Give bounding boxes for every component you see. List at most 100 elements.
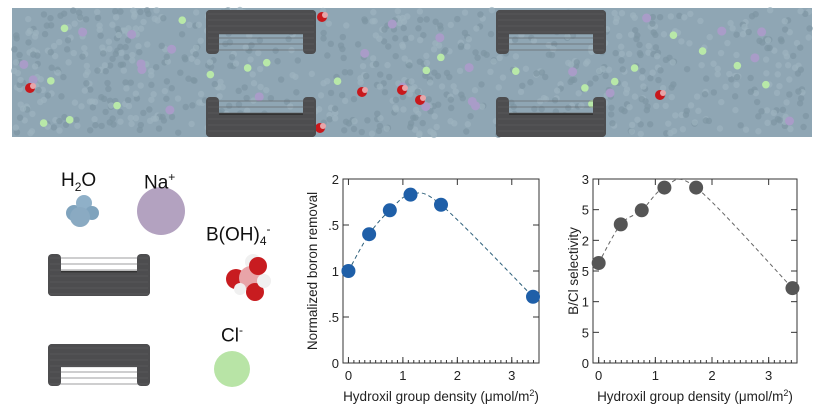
data-point [382, 203, 397, 218]
sodium-ion [717, 26, 727, 36]
sodium-ion [78, 27, 88, 37]
graphene-sheet [48, 254, 150, 296]
sodium-ion [254, 92, 264, 102]
y-tick-label: 5 [582, 264, 589, 279]
y-tick-label: .5 [328, 310, 339, 325]
legend-graphics [48, 187, 271, 387]
sodium-ion [127, 29, 137, 39]
chloride-ion [762, 80, 770, 89]
sodium-ion [568, 67, 578, 77]
x-tick-label: 0 [595, 368, 602, 383]
x-tick-label: 2 [454, 368, 461, 383]
fit-curve [598, 178, 793, 289]
sodium-ion [785, 116, 795, 126]
borate-molecule-icon [226, 254, 271, 301]
sodium-ion [165, 105, 175, 115]
sodium-ion [421, 102, 431, 112]
molecules [10, 6, 813, 139]
chloride-ion [698, 47, 707, 55]
y-tick-label: 1 [582, 295, 589, 310]
water-molecule-icon [66, 195, 99, 227]
chloride-ion [581, 84, 589, 92]
y-tick-label: 2 [582, 233, 589, 248]
chloride-ion [262, 58, 271, 67]
y-tick-label: 0 [332, 356, 339, 371]
sodium-ion [467, 96, 477, 106]
y-tick-label: 5 [582, 203, 589, 218]
simulation-box [10, 6, 813, 139]
chloride-ion [47, 77, 55, 85]
chloride-ion-icon [214, 351, 250, 387]
sodium-ion [642, 13, 652, 23]
graphene-channels [206, 10, 606, 137]
sodium-ion [464, 63, 474, 73]
data-point [362, 227, 377, 242]
legend-label-sodium: Na+ [144, 170, 176, 194]
data-point [341, 264, 356, 278]
chloride-ion [39, 119, 48, 127]
data-point [785, 281, 800, 296]
chloride-ion [422, 66, 431, 75]
data-point [403, 187, 418, 202]
chloride-ion [610, 77, 619, 86]
graphene-sheet [496, 10, 606, 54]
sodium-ion [167, 44, 177, 54]
chloride-ion [65, 116, 74, 124]
data-point [634, 203, 649, 218]
y-tick-label: 2 [332, 172, 339, 187]
sodium-ion [750, 53, 760, 63]
graphene-sheet [496, 97, 606, 137]
sodium-ion [387, 19, 397, 29]
graphene-sheet-icons [48, 254, 150, 386]
x-tick-label: 0 [345, 368, 352, 383]
x-axis-label: Hydroxil group density (μmol/m2) [597, 388, 793, 404]
y-tick-label: 0 [582, 356, 589, 371]
chloride-ion [113, 101, 121, 110]
legend-label-borate: B(OH)4- [206, 222, 271, 249]
graphene-sheet [206, 10, 316, 54]
chloride-ion [206, 70, 215, 79]
data-point [526, 289, 541, 304]
data-point [613, 217, 628, 232]
y-axis-label: B/Cl selectivity [566, 227, 581, 315]
data-point [434, 197, 448, 212]
chloride-ion [243, 64, 252, 72]
chloride-ion [178, 16, 187, 24]
chloride-ion [511, 67, 520, 76]
sodium-ion-icon [137, 187, 185, 235]
data-point [689, 180, 704, 195]
data-point [591, 256, 606, 271]
sodium-ion [28, 75, 38, 85]
x-axis-label: Hydroxil group density (μmol/m2) [343, 388, 539, 404]
data-point [657, 180, 672, 195]
chloride-ion [630, 64, 639, 72]
graphene-sheet [48, 344, 150, 386]
y-tick-label: 1 [332, 264, 339, 279]
chloride-ion [437, 53, 445, 62]
x-tick-label: 3 [508, 368, 515, 383]
y-tick-label: 5 [582, 325, 589, 340]
x-tick-label: 1 [399, 368, 406, 383]
y-tick-label: .5 [328, 218, 339, 233]
graphene-sheet [206, 97, 316, 137]
x-tick-label: 3 [765, 368, 772, 383]
x-tick-label: 2 [708, 368, 715, 383]
chloride-ion [60, 24, 69, 33]
chloride-ion [669, 31, 678, 40]
sodium-ion [605, 88, 615, 98]
y-tick-label: 3 [582, 172, 589, 187]
x-tick-label: 1 [652, 368, 659, 383]
sodium-ion [137, 65, 147, 75]
sodium-ion [757, 27, 767, 37]
chloride-ion [733, 61, 742, 70]
plot-frame [592, 178, 798, 364]
chloride-ion [333, 77, 342, 85]
legend-label-chloride: Cl- [221, 323, 243, 347]
sodium-ion [360, 48, 370, 58]
legend-label-water: H2O [61, 170, 97, 194]
sodium-ion [19, 59, 29, 69]
y-axis-label: Normalized boron removal [305, 192, 320, 350]
